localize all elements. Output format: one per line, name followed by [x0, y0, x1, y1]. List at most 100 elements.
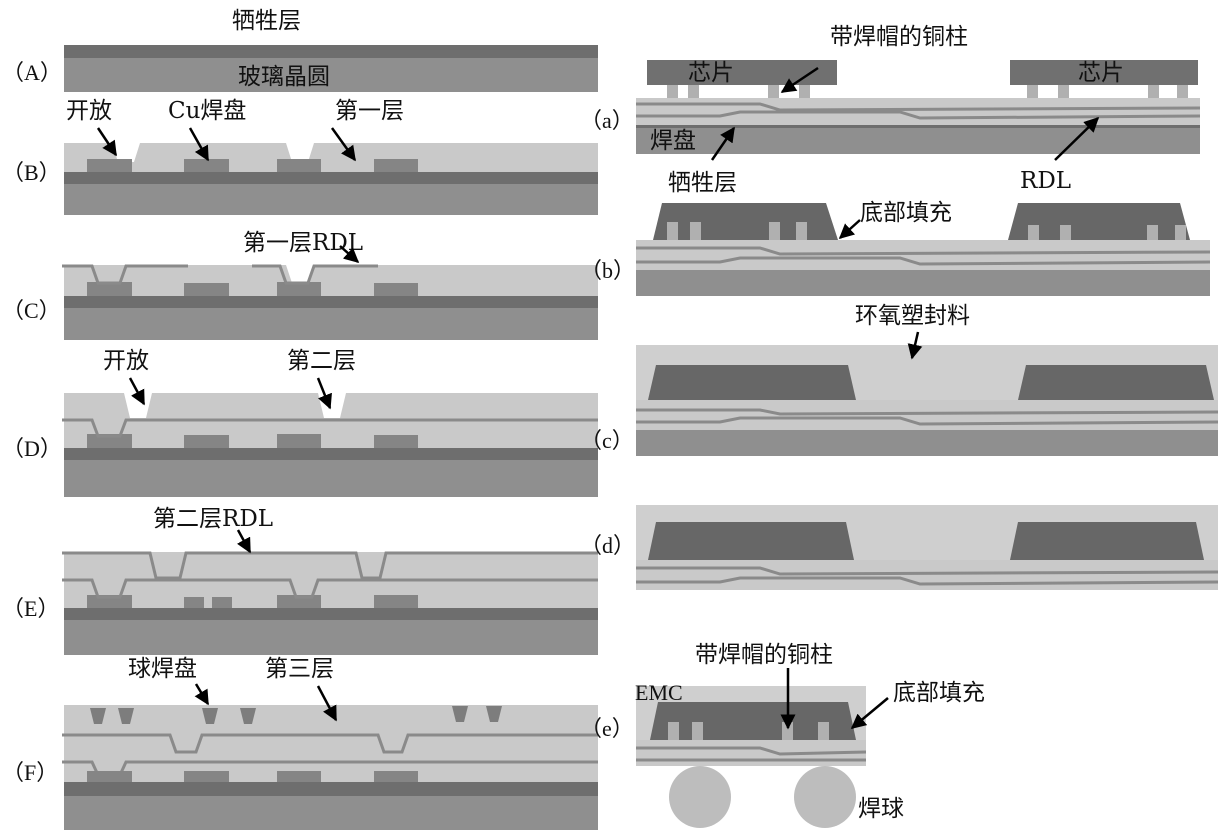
cu-pillar	[1027, 85, 1038, 101]
cu-pad	[87, 159, 132, 172]
cu-pillar	[1177, 85, 1188, 101]
sacrificial-layer	[64, 448, 598, 460]
first-dielectric-layer	[64, 143, 598, 172]
cu-pillar	[1175, 225, 1186, 240]
cu-pad	[87, 771, 132, 782]
rdl-trace	[636, 576, 1219, 586]
arrow	[96, 127, 118, 157]
rdl-trace	[636, 110, 1201, 120]
ball-pad	[90, 708, 106, 724]
pad-label: 焊盘	[650, 128, 696, 154]
arrow	[907, 331, 923, 360]
chip-label: 芯片	[1078, 60, 1124, 86]
panel-C: （C） 第一层RDL	[2, 230, 598, 340]
chip	[647, 60, 837, 85]
panel-tag-a: （a）	[580, 108, 634, 133]
underfilled-chip	[1018, 365, 1214, 400]
first-rdl-trace	[252, 264, 378, 285]
panel-D: （D） 开放 第二层	[2, 348, 598, 497]
rdl-layers	[636, 400, 1218, 430]
cu-pad	[184, 283, 229, 296]
panel-tag-b: （b）	[580, 258, 635, 283]
glass-wafer	[64, 620, 598, 655]
cu-pillar	[769, 222, 780, 240]
glass-wafer	[636, 128, 1200, 154]
second-rdl-label: 第二层RDL	[153, 506, 273, 532]
glass-wafer-label: 玻璃晶圆	[238, 64, 330, 90]
cu-pillar	[1028, 225, 1039, 240]
pillar-label: 带焊帽的铜柱	[830, 24, 968, 50]
cu-pillar	[668, 722, 679, 740]
underfill-label: 底部填充	[860, 200, 952, 226]
panel-d: （d）	[580, 505, 1219, 590]
panel-e: （e） 带焊帽的铜柱 EMC 底部填充 焊球	[580, 642, 985, 828]
glass-wafer	[64, 796, 598, 830]
underfill-label: 底部填充	[893, 680, 985, 706]
cu-pad	[184, 435, 229, 448]
pillar-label: 带焊帽的铜柱	[695, 642, 833, 668]
arrow	[850, 697, 889, 729]
cu-pad	[212, 597, 232, 608]
glass-wafer	[636, 430, 1218, 456]
ball-pad	[118, 708, 134, 724]
sacrificial-layer	[64, 172, 598, 184]
panel-b: （b） 底部填充	[580, 200, 1211, 296]
cu-pillar	[1058, 85, 1069, 101]
rdl-trace	[636, 416, 1219, 426]
sacrificial-layer	[64, 608, 598, 620]
underfilled-chip	[648, 365, 856, 400]
rdl-trace	[636, 566, 1219, 576]
panel-tag-d: （d）	[580, 533, 635, 558]
cu-pillars	[667, 85, 1188, 101]
cu-pillar	[692, 722, 703, 740]
sacrificial-layer-label: 牺牲层	[668, 170, 737, 196]
ball-pad-label: 球焊盘	[128, 656, 197, 682]
cu-pad	[374, 435, 418, 448]
solder-ball-label: 焊球	[858, 796, 904, 822]
cu-pad	[277, 282, 321, 296]
emc-label: EMC	[635, 680, 683, 705]
cu-pillar	[690, 222, 701, 240]
arrow	[194, 683, 210, 706]
rdl-label: RDL	[1020, 168, 1071, 194]
first-layer-label: 第一层	[335, 98, 404, 124]
panel-tag-B: （B）	[2, 160, 61, 185]
cu-pad	[184, 597, 204, 608]
cu-pad	[374, 771, 418, 782]
underfilled-chip	[648, 522, 854, 560]
rdl-trace	[636, 408, 1219, 416]
panel-E: （E） 第二层RDL	[2, 506, 598, 655]
cu-pillars	[667, 222, 1186, 240]
third-layer-label: 第三层	[265, 656, 334, 682]
glass-wafer	[64, 58, 598, 92]
cu-pillars	[668, 722, 829, 740]
opening	[286, 265, 314, 283]
underfilled-chip	[653, 203, 838, 240]
arrow	[316, 685, 338, 722]
glass-wafer	[64, 184, 598, 215]
first-rdl-trace	[62, 264, 188, 285]
arrow	[780, 66, 819, 94]
solder-ball	[794, 766, 856, 828]
second-rdl-trace	[62, 733, 598, 754]
ball-pad	[240, 708, 256, 724]
rdl-layers	[636, 98, 1200, 126]
rdl-trace	[636, 102, 1201, 112]
cu-pillar	[1148, 85, 1159, 101]
arrow	[236, 529, 252, 554]
rdl-layers	[636, 560, 1218, 590]
cu-pillar	[818, 722, 829, 740]
sacrificial-layer	[64, 782, 598, 796]
ball-pad	[202, 708, 218, 724]
glass-wafer	[64, 460, 598, 497]
arrow	[330, 127, 357, 162]
first-rdl-trace	[62, 578, 598, 599]
rdl-layers	[636, 240, 1210, 270]
sacrificial-layer-label: 牺牲层	[232, 8, 301, 34]
cu-pad	[277, 771, 321, 782]
panel-F: （F） 球焊盘 第三层	[2, 656, 598, 830]
rdl-trace	[636, 746, 867, 756]
arrow	[188, 127, 210, 162]
cu-pillar	[768, 85, 779, 101]
